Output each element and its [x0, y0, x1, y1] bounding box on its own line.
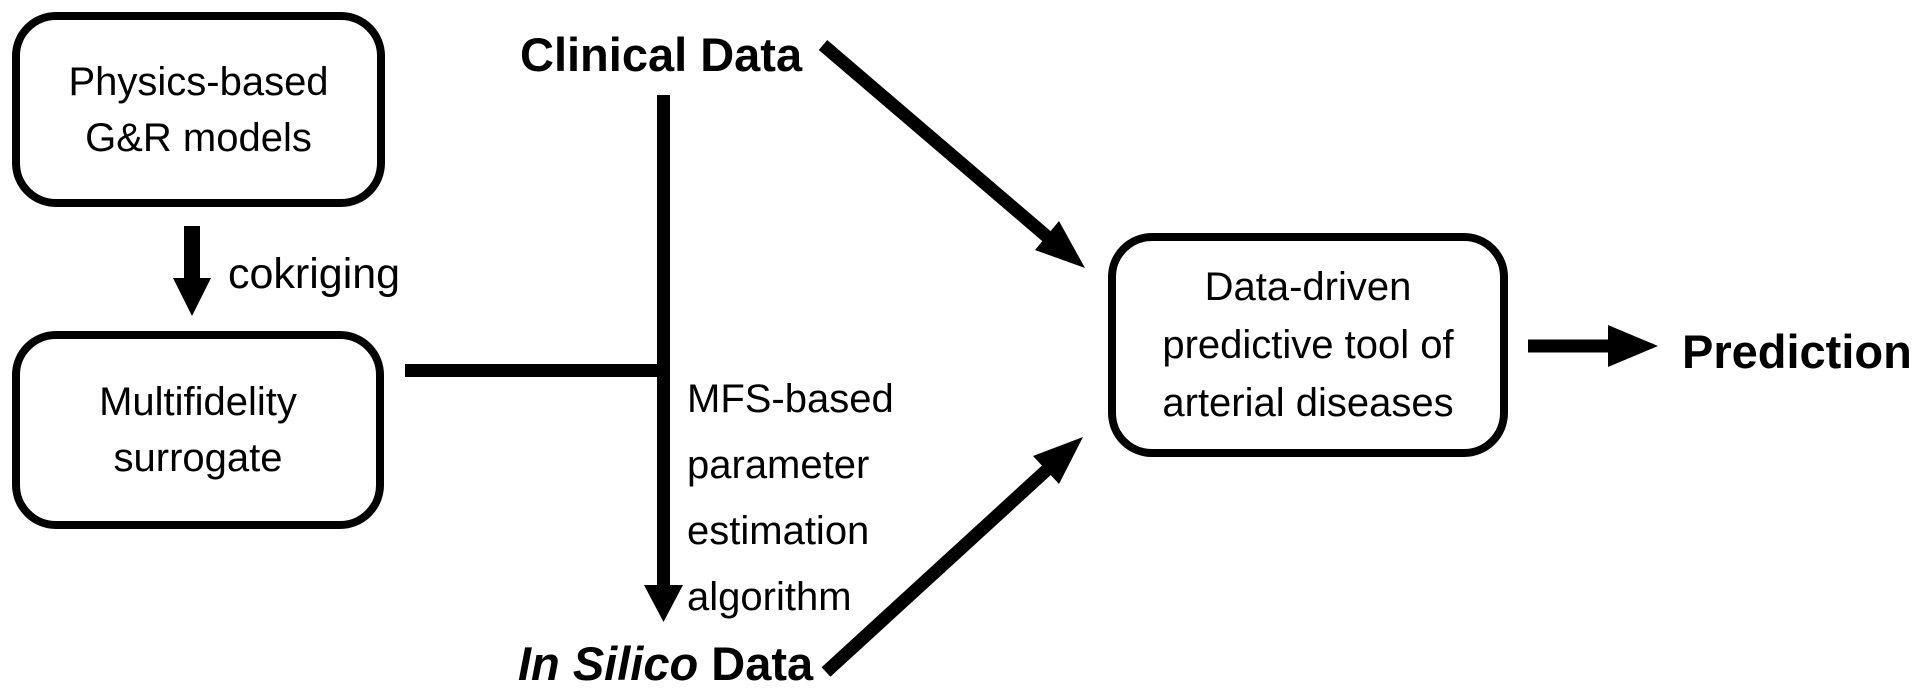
cokriging-arrow — [173, 226, 211, 316]
clinical-data-label: Clinical Data — [520, 28, 803, 81]
cokriging-label: cokriging — [228, 250, 401, 298]
predictive-tool-label-line1: Data-driven — [1204, 265, 1412, 309]
predictive-tool-label-line3: arterial diseases — [1162, 381, 1454, 425]
insilico-to-tool-arrow — [821, 437, 1083, 677]
predictive-tool-box: Data-driven predictive tool of arterial … — [1108, 233, 1508, 457]
clinical-to-insilico-arrow — [644, 95, 683, 622]
predictive-tool-label-line2: predictive tool of — [1162, 323, 1454, 367]
tool-to-prediction-arrow — [1528, 325, 1658, 367]
in-silico-data-label-italic: In Silico — [518, 637, 699, 690]
physics-models-label-line1: Physics-based — [68, 59, 329, 104]
physics-models-box: Physics-based G&R models — [12, 12, 385, 207]
mfs-algorithm-label: MFS-based parameter estimation algorithm — [687, 366, 894, 630]
physics-models-label-line2: G&R models — [85, 115, 312, 160]
prediction-label: Prediction — [1682, 325, 1912, 378]
multifidelity-surrogate-label-line2: surrogate — [113, 436, 283, 480]
multifidelity-surrogate-label-line1: Multifidelity — [99, 380, 297, 424]
in-silico-data-label: In Silico Data — [518, 636, 813, 691]
clinical-to-tool-arrow — [818, 40, 1085, 268]
in-silico-data-label-normal: Data — [698, 637, 814, 690]
mfs-algorithm-label-line1: MFS-based — [687, 377, 894, 421]
mfs-algorithm-label-line4: algorithm — [687, 575, 852, 619]
mfs-algorithm-label-line3: estimation — [687, 509, 870, 553]
multifidelity-surrogate-box: Multifidelity surrogate — [12, 331, 384, 529]
mfs-algorithm-label-line2: parameter — [687, 443, 870, 487]
